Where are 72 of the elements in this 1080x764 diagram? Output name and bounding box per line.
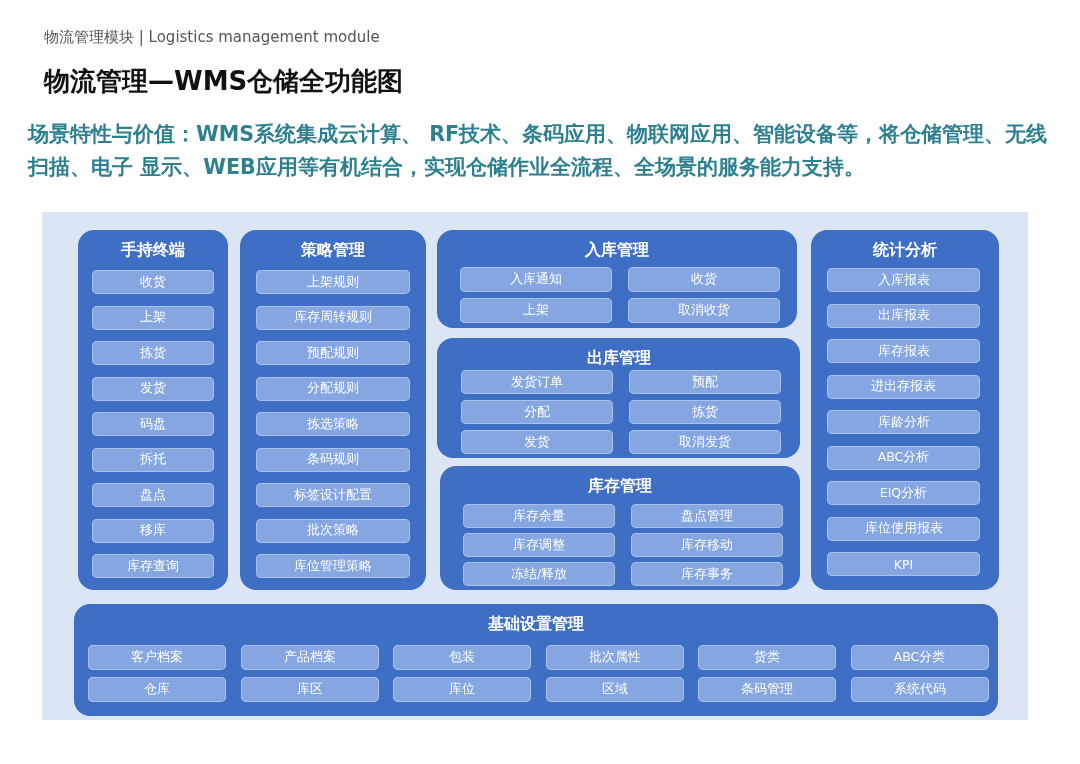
function-box: 库存报表 [827, 339, 980, 363]
module-panel [440, 466, 800, 590]
panel-heading: 手持终端 [120, 239, 186, 261]
function-box: 拆托 [92, 447, 214, 472]
function-box: 区域 [545, 677, 684, 702]
function-box: ABC分类 [850, 645, 989, 670]
function-box: 取消收货 [628, 298, 780, 323]
function-box: 分配规则 [256, 376, 410, 401]
function-box: 拣选策略 [256, 412, 410, 436]
function-box: 上架 [460, 298, 612, 323]
function-box: 发货 [461, 430, 613, 454]
function-box: 进出存报表 [827, 374, 980, 399]
module-panel [437, 230, 797, 328]
function-box: 预配 [629, 370, 781, 394]
panel-heading: 策略管理 [300, 239, 366, 261]
module-panel [74, 604, 998, 716]
function-box: 码盘 [92, 412, 214, 436]
function-box: 发货订单 [461, 370, 613, 394]
function-box: EIQ分析 [827, 481, 980, 505]
module-panel [437, 338, 800, 458]
function-box: 库存周转规则 [256, 305, 410, 330]
function-box: 客户档案 [88, 645, 226, 670]
function-box: 入库通知 [460, 267, 612, 292]
function-box: 收货 [92, 270, 214, 294]
function-box: 库区 [240, 677, 379, 702]
function-box: 移库 [92, 518, 214, 543]
function-box: 库龄分析 [827, 410, 980, 434]
panel-heading: 统计分析 [871, 239, 938, 261]
function-box: KPI [827, 552, 980, 576]
panel-heading: 出库管理 [585, 347, 652, 369]
function-box: 条码管理 [698, 677, 836, 702]
function-box: 出库报表 [827, 303, 980, 328]
function-box: 发货 [92, 376, 214, 401]
function-box: 库存余量 [463, 504, 615, 528]
description-text: 场景特性与价值：WMS系统集成云计算、 RF技术、条码应用、物联网应用、智能设备等，将仓储管理、无线扫描、电子 显示、WEB应用等有机结合，实现仓储作业全流程、全场景的服务能力支持。 [28, 121, 1049, 181]
function-box: 货类 [698, 645, 836, 670]
function-box: 盘点 [92, 483, 214, 507]
function-box: 条码规则 [256, 447, 410, 472]
function-box: 上架规则 [256, 270, 410, 294]
function-box: 仓库 [88, 677, 226, 702]
function-box: 库位 [393, 677, 531, 702]
function-box: 库存查询 [92, 554, 214, 578]
function-box: 包装 [393, 645, 531, 670]
function-box: 盘点管理 [631, 504, 783, 528]
function-box: 预配规则 [256, 341, 410, 365]
function-box: 库存调整 [463, 533, 615, 557]
function-box: 入库报表 [827, 268, 980, 292]
header-text: 物流管理模块 | Logistics management module [44, 28, 380, 47]
page-title: 物流管理—WMS仓储全功能图 [44, 65, 404, 98]
function-box: 批次策略 [256, 518, 410, 543]
function-box: 取消发货 [629, 430, 781, 454]
function-box: ABC分析 [827, 445, 980, 470]
module-panel [78, 230, 228, 590]
function-box: 产品档案 [240, 645, 379, 670]
function-box: 标签设计配置 [256, 483, 410, 507]
panel-heading: 入库管理 [584, 239, 650, 261]
function-box: 系统代码 [850, 677, 989, 702]
function-box: 批次属性 [545, 645, 684, 670]
module-panel [811, 230, 999, 590]
function-box: 库存移动 [631, 533, 783, 557]
function-box: 上架 [92, 305, 214, 330]
function-box: 库位管理策略 [256, 554, 410, 578]
function-box: 冻结/释放 [463, 562, 615, 586]
function-box: 库位使用报表 [827, 516, 980, 541]
function-box: 分配 [461, 400, 613, 424]
function-box: 拣货 [92, 341, 214, 365]
panel-heading: 基础设置管理 [487, 613, 585, 635]
function-box: 拣货 [629, 400, 781, 424]
function-box: 库存事务 [631, 562, 783, 586]
panel-heading: 库存管理 [587, 475, 653, 497]
module-panel [240, 230, 426, 590]
function-box: 收货 [628, 267, 780, 292]
